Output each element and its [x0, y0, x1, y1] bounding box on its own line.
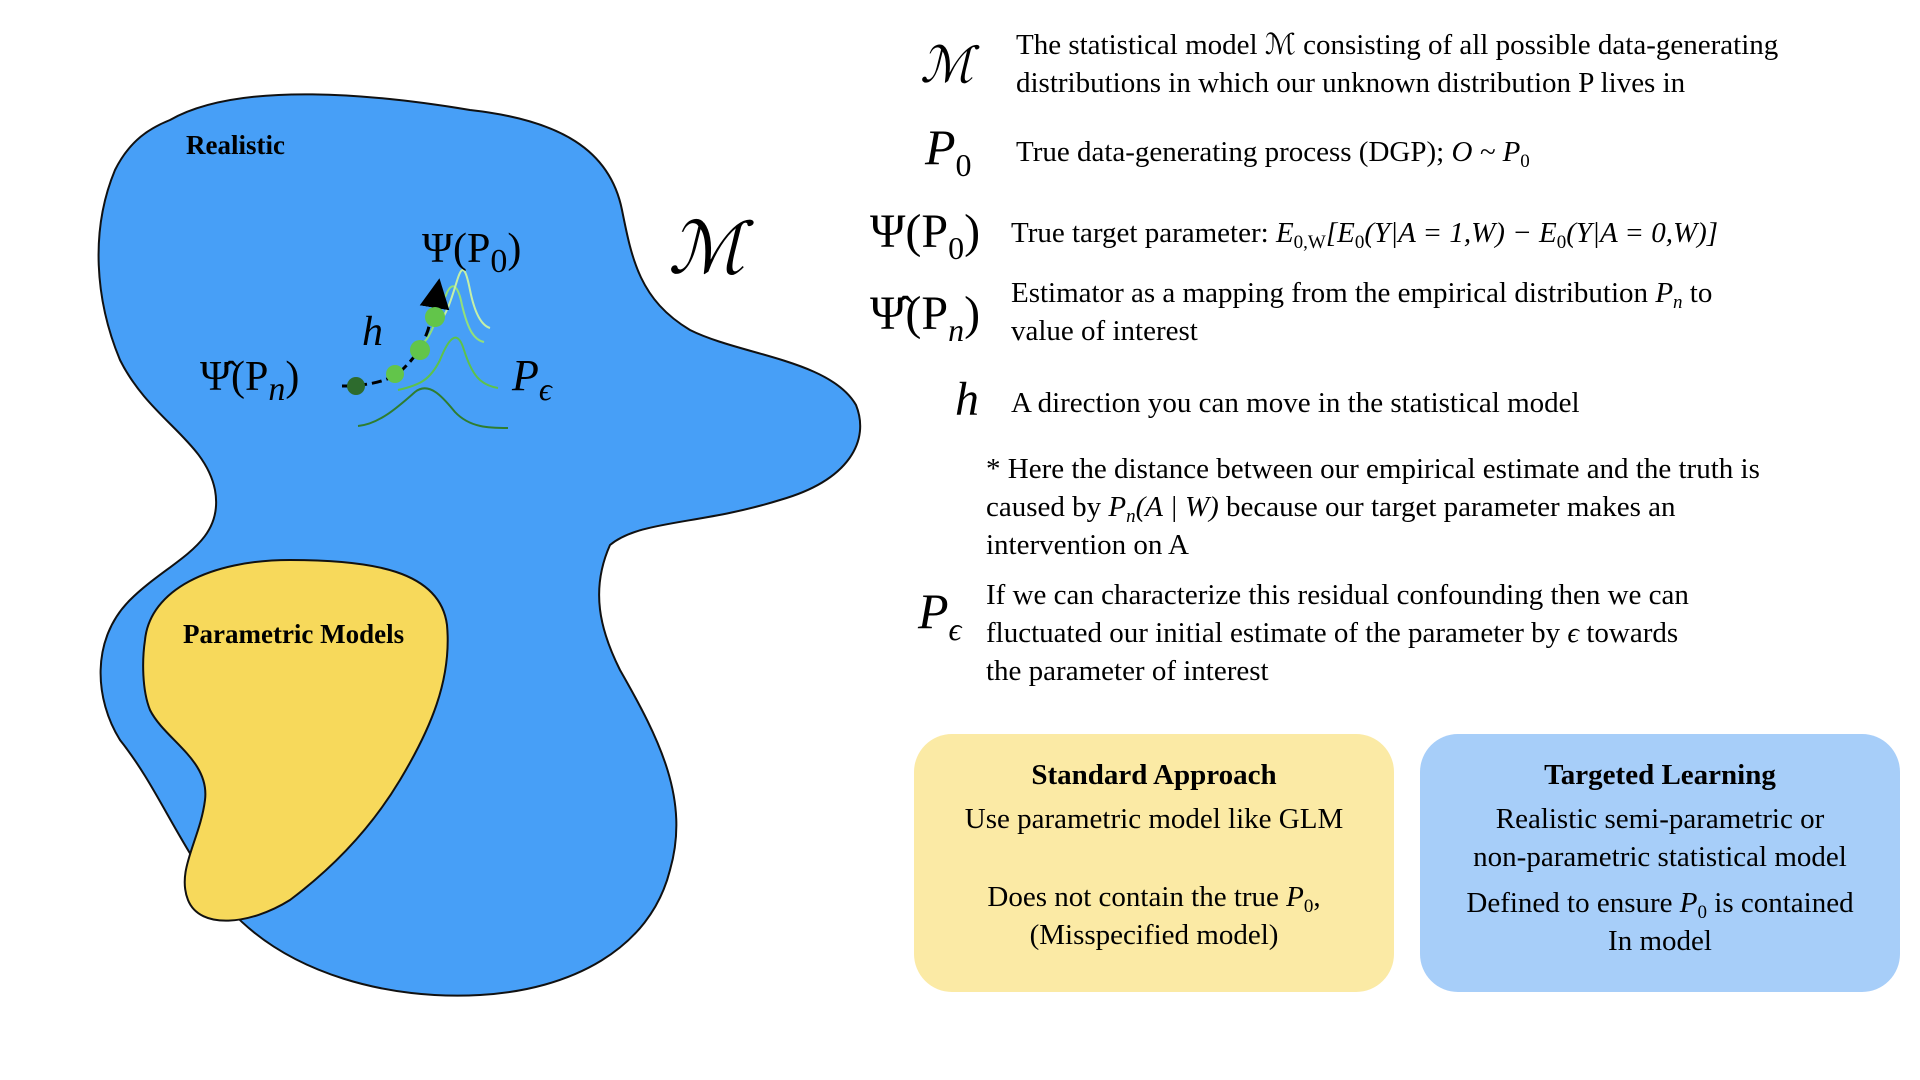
realistic-label: Realistic	[186, 130, 285, 160]
legend-peps-symbol: Pϵ	[918, 583, 962, 647]
targeted-learning-line4: In model	[1608, 925, 1712, 957]
legend-h-symbol: h	[955, 373, 979, 426]
standard-approach-line1: Use parametric model like GLM	[964, 803, 1344, 835]
legend-psi-symbol: Ψ(P0)	[870, 205, 981, 266]
density-curve-4	[437, 269, 491, 329]
standard-approach-line3: (Misspecified model)	[1029, 919, 1279, 951]
fluctuation-label: Pϵ	[511, 351, 553, 407]
legend-psihat-text: Estimator as a mapping from the empirica…	[1011, 277, 1713, 347]
legend-note: * Here the distance between our empirica…	[986, 453, 1760, 561]
legend-psihat-symbol: Ψ̂(Pn)	[870, 287, 981, 348]
estimate-label: Ψ̂(Pn)	[200, 354, 299, 408]
legend-model-symbol: ℳ	[920, 37, 974, 93]
direction-label: h	[362, 309, 383, 355]
targeted-learning-line2: non-parametric statistical model	[1473, 841, 1847, 873]
standard-approach-title: Standard Approach	[1031, 759, 1277, 791]
truth-label: Ψ(P0)	[422, 226, 521, 280]
targeted-learning-line3: Defined to ensure P0 is contained	[1466, 887, 1854, 923]
legend-p0-symbol: P0	[925, 119, 972, 183]
path-point-3	[425, 307, 445, 327]
standard-approach-box: Standard Approach Use parametric model l…	[914, 734, 1394, 992]
targeted-learning-box: Targeted Learning Realistic semi-paramet…	[1420, 734, 1900, 992]
density-curve-1	[357, 387, 509, 429]
targeted-learning-line1: Realistic semi-parametric or	[1495, 803, 1825, 835]
targeted-learning-title: Targeted Learning	[1544, 759, 1776, 791]
model-symbol: ℳ	[668, 209, 754, 289]
parametric-region	[142, 558, 449, 922]
path-point-2	[410, 340, 430, 360]
legend-model-text: The statistical model ℳ consisting of al…	[1016, 29, 1779, 99]
legend-peps-text: If we can characterize this residual con…	[986, 579, 1689, 687]
legend-p0-text: True data-generating process (DGP); O ~ …	[1016, 136, 1530, 172]
parametric-label: Parametric Models	[183, 619, 404, 649]
estimate-point	[347, 377, 365, 395]
path-point-1	[386, 365, 404, 383]
standard-approach-line2: Does not contain the true P0,	[987, 881, 1321, 917]
legend-psi-text: True target parameter: E0,W[E0(Y|A = 1,W…	[1011, 217, 1719, 253]
legend-h-text: A direction you can move in the statisti…	[1011, 387, 1580, 419]
density-curve-2	[397, 336, 499, 391]
